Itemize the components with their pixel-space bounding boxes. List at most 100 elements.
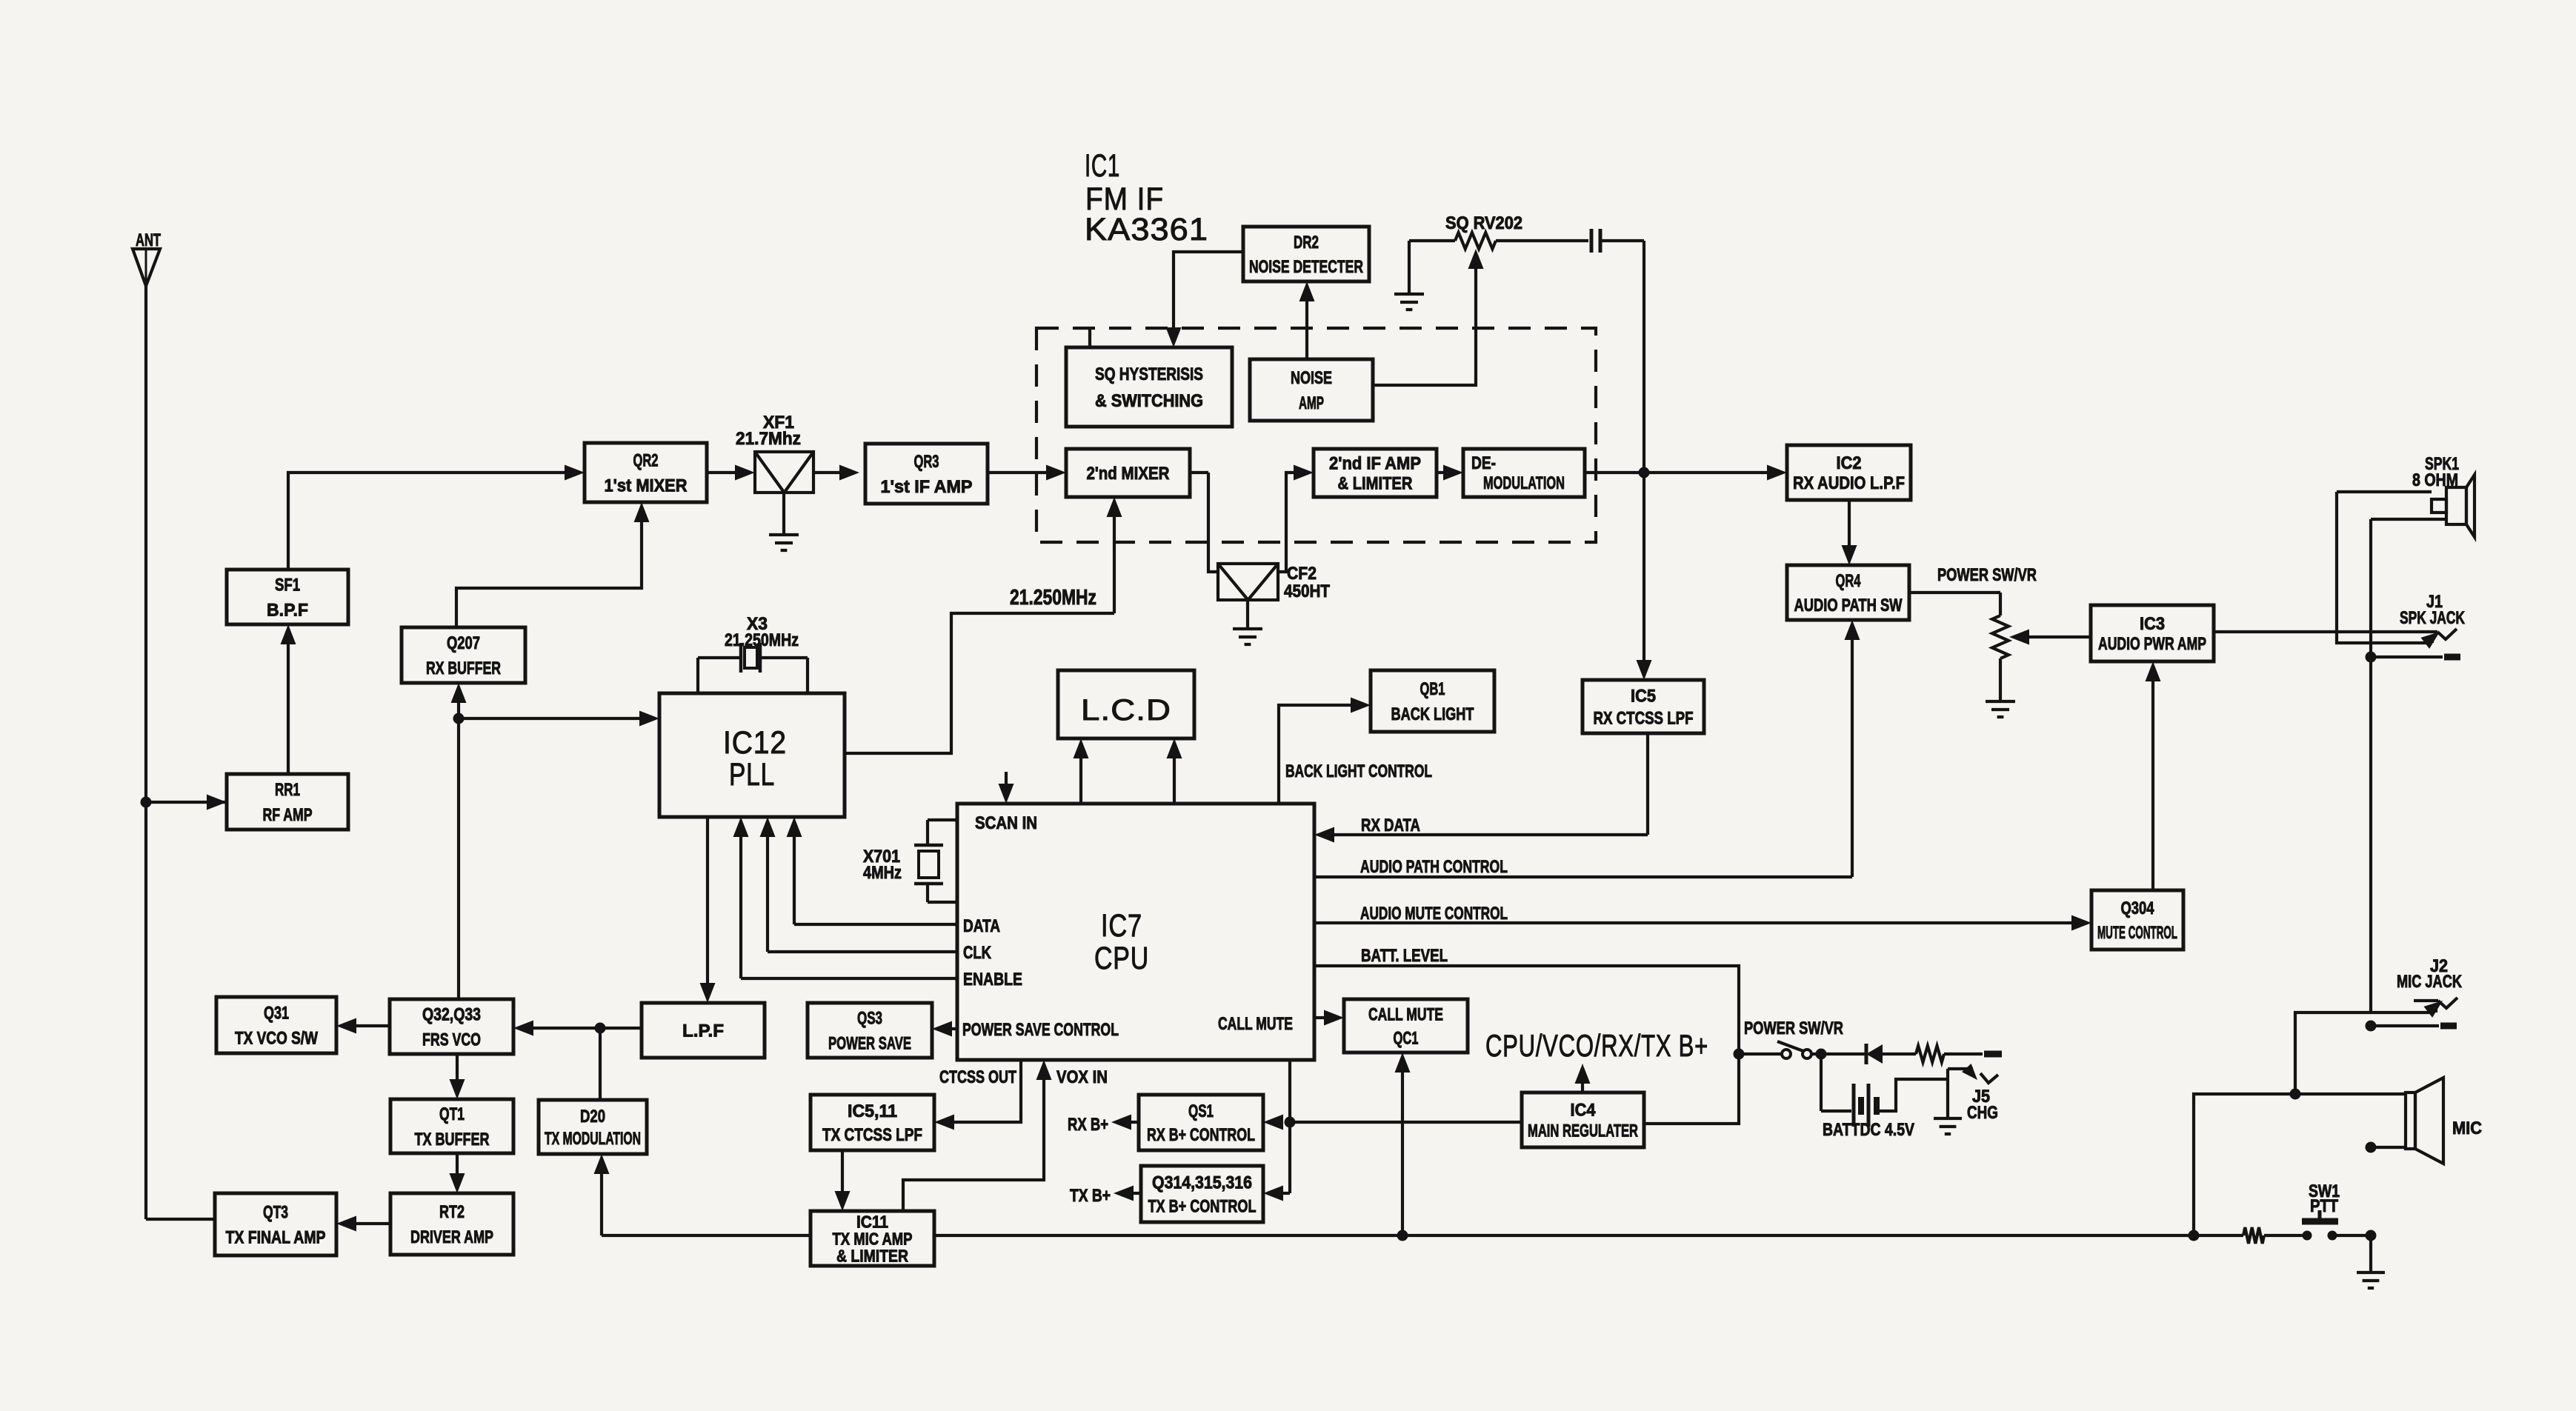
svg-text:21.250MHz: 21.250MHz <box>1010 586 1096 610</box>
svg-text:CF2: CF2 <box>1287 564 1317 584</box>
svg-text:IC12: IC12 <box>723 725 787 761</box>
svg-text:1'st IF AMP: 1'st IF AMP <box>881 477 973 497</box>
svg-text:450HT: 450HT <box>1284 581 1330 601</box>
svg-text:AUDIO MUTE CONTROL: AUDIO MUTE CONTROL <box>1360 904 1508 924</box>
svg-text:POWER SAVE: POWER SAVE <box>828 1034 911 1054</box>
svg-text:RR1: RR1 <box>275 780 300 800</box>
svg-text:BATTDC 4.5V: BATTDC 4.5V <box>1823 1120 1914 1140</box>
svg-text:FM IF: FM IF <box>1085 181 1164 217</box>
svg-text:IC7: IC7 <box>1101 908 1142 944</box>
svg-text:RX BUFFER: RX BUFFER <box>426 658 501 678</box>
svg-text:ANT: ANT <box>136 230 161 250</box>
svg-text:QR2: QR2 <box>633 451 659 471</box>
svg-text:AMP: AMP <box>1299 393 1324 413</box>
svg-text:QC1: QC1 <box>1394 1029 1419 1049</box>
svg-text:CPU/VCO/RX/TX B+: CPU/VCO/RX/TX B+ <box>1485 1028 1708 1063</box>
svg-text:X3: X3 <box>747 614 768 634</box>
svg-text:KA3361: KA3361 <box>1085 212 1208 247</box>
svg-text:CHG: CHG <box>1967 1103 1998 1123</box>
svg-text:J5: J5 <box>1972 1087 1990 1107</box>
svg-text:TX CTCSS LPF: TX CTCSS LPF <box>822 1125 922 1145</box>
svg-text:4MHz: 4MHz <box>863 863 902 883</box>
svg-text:MUTE CONTROL: MUTE CONTROL <box>2097 923 2177 943</box>
svg-text:XF1: XF1 <box>763 413 794 433</box>
svg-text:D20: D20 <box>580 1107 605 1127</box>
svg-text:POWER SW/VR: POWER SW/VR <box>1937 565 2037 585</box>
svg-text:DE-: DE- <box>1471 453 1496 473</box>
svg-text:& LIMITER: & LIMITER <box>836 1246 908 1265</box>
svg-text:IC5: IC5 <box>1631 687 1656 707</box>
svg-text:CTCSS OUT: CTCSS OUT <box>939 1067 1016 1087</box>
svg-text:QR3: QR3 <box>914 452 939 472</box>
svg-text:X701: X701 <box>863 847 900 867</box>
svg-text:NOISE: NOISE <box>1291 368 1332 388</box>
svg-text:J1: J1 <box>2426 592 2443 612</box>
svg-text:DRIVER AMP: DRIVER AMP <box>410 1227 493 1247</box>
svg-text:NOISE DETECTER: NOISE DETECTER <box>1249 257 1363 277</box>
svg-text:VOX IN: VOX IN <box>1056 1067 1108 1087</box>
svg-text:21.250MHz: 21.250MHz <box>725 630 799 650</box>
svg-text:RX B+ CONTROL: RX B+ CONTROL <box>1147 1125 1255 1145</box>
svg-text:Q207: Q207 <box>447 633 480 653</box>
svg-text:RX DATA: RX DATA <box>1361 815 1420 835</box>
svg-text:PTT: PTT <box>2310 1196 2338 1216</box>
svg-text:PLL: PLL <box>729 757 775 793</box>
svg-text:AUDIO PATH SW: AUDIO PATH SW <box>1794 596 1903 616</box>
svg-text:2'nd MIXER: 2'nd MIXER <box>1087 464 1170 484</box>
svg-text:TX B+: TX B+ <box>1070 1186 1111 1206</box>
svg-text:TX BUFFER: TX BUFFER <box>415 1130 490 1150</box>
svg-text:QB1: QB1 <box>1420 679 1445 699</box>
svg-text:CALL MUTE: CALL MUTE <box>1368 1005 1443 1025</box>
svg-text:POWER SW/VR: POWER SW/VR <box>1744 1018 1843 1038</box>
svg-text:TX B+ CONTROL: TX B+ CONTROL <box>1148 1197 1257 1217</box>
svg-text:AUDIO PATH CONTROL: AUDIO PATH CONTROL <box>1360 857 1508 877</box>
svg-text:MIC JACK: MIC JACK <box>2397 972 2462 992</box>
svg-text:Q314,315,316: Q314,315,316 <box>1152 1173 1252 1193</box>
svg-text:J2: J2 <box>2430 956 2448 976</box>
svg-text:MAIN REGULATER: MAIN REGULATER <box>1528 1121 1638 1141</box>
svg-text:IC2: IC2 <box>1837 453 1862 473</box>
svg-text:SQ RV202: SQ RV202 <box>1445 213 1522 233</box>
svg-text:RX B+: RX B+ <box>1068 1115 1108 1135</box>
svg-text:TX MIC AMP: TX MIC AMP <box>833 1229 913 1248</box>
svg-text:QT3: QT3 <box>263 1203 288 1223</box>
svg-text:21.7Mhz: 21.7Mhz <box>736 429 801 449</box>
svg-text:IC5,11: IC5,11 <box>848 1101 897 1121</box>
svg-text:L.P.F: L.P.F <box>682 1021 724 1041</box>
svg-text:MODULATION: MODULATION <box>1483 473 1565 493</box>
svg-text:QS1: QS1 <box>1188 1101 1214 1121</box>
svg-text:SPK1: SPK1 <box>2425 454 2459 474</box>
svg-text:& SWITCHING: & SWITCHING <box>1095 391 1203 411</box>
svg-text:Q31: Q31 <box>264 1004 289 1024</box>
svg-text:SW1: SW1 <box>2309 1181 2340 1201</box>
svg-text:SPK JACK: SPK JACK <box>2400 608 2465 628</box>
svg-text:SF1: SF1 <box>275 576 300 596</box>
svg-text:AUDIO PWR AMP: AUDIO PWR AMP <box>2098 634 2206 654</box>
svg-text:QR4: QR4 <box>1836 571 1861 591</box>
svg-text:B.P.F: B.P.F <box>267 601 308 621</box>
svg-text:IC11: IC11 <box>856 1212 888 1231</box>
svg-text:BACK LIGHT: BACK LIGHT <box>1391 704 1474 724</box>
svg-text:L.C.D: L.C.D <box>1081 694 1171 727</box>
svg-text:CALL MUTE: CALL MUTE <box>1218 1014 1293 1034</box>
svg-text:RX CTCSS LPF: RX CTCSS LPF <box>1594 709 1694 729</box>
svg-text:SCAN IN: SCAN IN <box>975 813 1037 833</box>
svg-text:2'nd IF AMP: 2'nd IF AMP <box>1329 454 1421 474</box>
svg-text:RX AUDIO L.P.F: RX AUDIO L.P.F <box>1793 473 1905 493</box>
svg-text:ENABLE: ENABLE <box>963 970 1022 990</box>
svg-text:POWER SAVE CONTROL: POWER SAVE CONTROL <box>962 1020 1119 1040</box>
svg-text:BATT. LEVEL: BATT. LEVEL <box>1361 946 1448 966</box>
svg-text:TX MODULATION: TX MODULATION <box>545 1129 641 1149</box>
svg-text:Q304: Q304 <box>2121 898 2154 918</box>
svg-text:8 OHM: 8 OHM <box>2412 470 2458 490</box>
svg-text:QT1: QT1 <box>439 1104 465 1124</box>
svg-text:IC3: IC3 <box>2140 614 2165 634</box>
svg-text:TX FINAL AMP: TX FINAL AMP <box>226 1228 326 1248</box>
svg-text:CPU: CPU <box>1094 941 1149 976</box>
svg-text:FRS VCO: FRS VCO <box>422 1030 481 1050</box>
svg-text:DR2: DR2 <box>1294 233 1319 253</box>
svg-text:1'st MIXER: 1'st MIXER <box>605 476 688 496</box>
svg-text:CLK: CLK <box>963 943 992 963</box>
svg-text:MIC: MIC <box>2452 1118 2482 1138</box>
svg-text:& LIMITER: & LIMITER <box>1338 474 1413 494</box>
